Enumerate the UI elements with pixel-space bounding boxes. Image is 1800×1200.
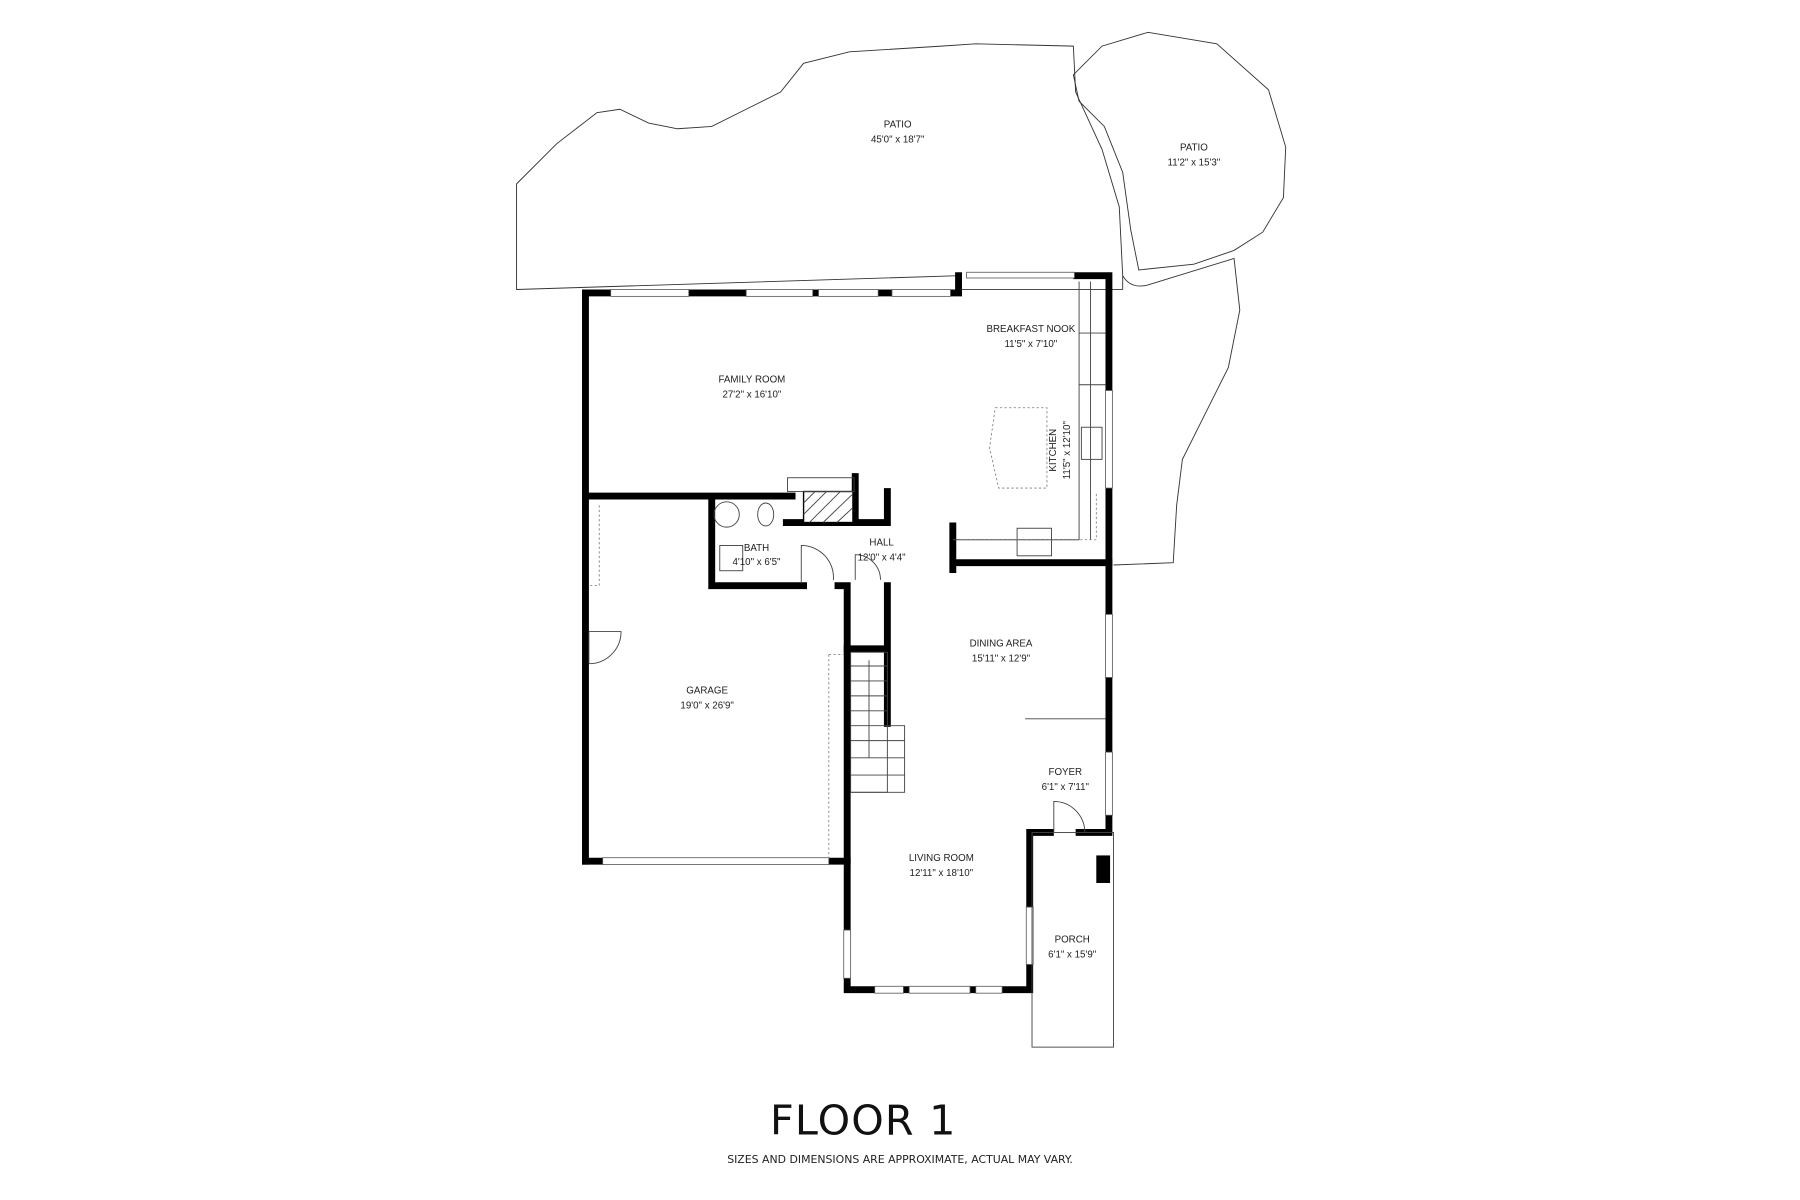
porch-outline [1031,832,1114,1048]
room-label-patio-large: PATIO 45'0" x 18'7" [871,120,925,146]
room-size: 11'2" x 15'3" [1168,157,1221,168]
room-name: HALL [869,537,894,548]
room-name: PATIO [1180,143,1208,154]
room-name: FOYER [1049,767,1083,778]
room-size: 45'0" x 18'7" [871,135,925,146]
yard-outline [1113,257,1241,566]
room-size: 19'0" x 26'9" [680,700,734,711]
door-swing [800,545,834,584]
room-label-patio-small: PATIO 11'2" x 15'3" [1168,143,1221,169]
room-name: FAMILY ROOM [718,374,785,385]
room-name: GARAGE [686,686,728,697]
room-size: 12'0" x 4'4" [858,552,907,563]
room-name: DINING AREA [970,638,1033,649]
floor-title: FLOOR 1 [770,1096,957,1144]
disclaimer: SIZES AND DIMENSIONS ARE APPROXIMATE, AC… [727,1153,1073,1166]
room-label-foyer: FOYER 6'1" x 7'11" [1042,767,1090,793]
patio-small-outline [1072,31,1287,271]
walls [582,272,1113,994]
room-name: PORCH [1055,935,1090,946]
room-label-dining-area: DINING AREA 15'11" x 12'9" [970,638,1033,664]
room-size: 4'10" x 6'5" [732,557,781,568]
room-size: 15'11" x 12'9" [972,653,1031,664]
chimney-block [1096,855,1111,883]
water-heater-icon [713,501,740,528]
windows [602,271,1113,994]
stairs [850,651,906,793]
room-size: 11'5" x 12'10" [1062,421,1073,480]
room-label-porch: PORCH 6'1" x 15'9" [1048,935,1097,961]
patio-large-outline [516,43,1124,290]
room-label-garage: GARAGE 19'0" x 26'9" [680,686,734,712]
room-label-hall: HALL 12'0" x 4'4" [858,537,907,563]
room-name: BATH [744,543,769,554]
room-label-family-room: FAMILY ROOM 27'2" x 16'10" [718,374,785,400]
room-name: PATIO [884,120,912,131]
room-size: 11'5" x 7'10" [1004,339,1057,350]
room-label-bath: BATH 4'10" x 6'5" [732,543,781,568]
room-name: LIVING ROOM [909,853,974,864]
kitchen-island [989,407,1048,489]
toilet-icon [757,502,775,527]
room-name: BREAKFAST NOOK [987,324,1076,335]
room-name: KITCHEN [1048,429,1059,472]
room-size: 27'2" x 16'10" [722,389,781,400]
room-label-breakfast-nook: BREAKFAST NOOK 11'5" x 7'10" [987,324,1076,350]
room-label-kitchen: KITCHEN 11'5" x 12'10" [1048,421,1073,480]
room-size: 6'1" x 7'11" [1042,782,1090,793]
room-size: 6'1" x 15'9" [1048,950,1097,961]
room-label-living-room: LIVING ROOM 12'11" x 18'10" [909,853,974,879]
room-size: 12'11" x 18'10" [910,868,974,879]
